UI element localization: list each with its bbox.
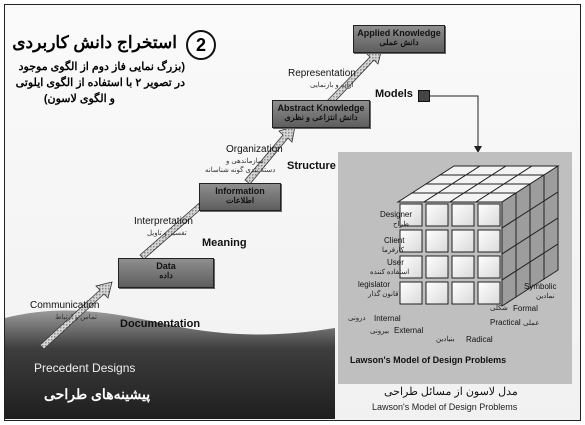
interpretation-label: Interpretation [134, 216, 193, 227]
applied-knowledge-box: Applied Knowledge دانش عملی [353, 25, 445, 53]
representation-label: Representation [288, 68, 356, 79]
title-sub-3: و الگوی لاسون) [43, 93, 115, 105]
radical-fa: بنیادین [436, 336, 455, 343]
precedent-background [5, 310, 335, 419]
internal-fa: درونی [348, 315, 366, 322]
cube-front-face [451, 203, 475, 227]
designer-fa: طراح [393, 221, 409, 228]
representation-fa: ارایه و بازنمایی [310, 82, 354, 89]
lawson-inner-caption: Lawson's Model of Design Problems [350, 355, 507, 365]
meaning-label: Meaning [202, 237, 247, 249]
client-label: Client [384, 236, 405, 245]
organization-label: Organization [226, 144, 283, 155]
communication-fa: تماس و ارتباط [55, 314, 97, 321]
external-fa: بیرونی [370, 328, 390, 335]
cube-front-face [477, 255, 501, 279]
data-box-en: Data [156, 261, 176, 271]
models-marker-icon [418, 90, 430, 102]
symbolic-fa: نمادین [536, 293, 555, 300]
cube-front-face [399, 255, 423, 279]
interpretation-fa: تفسیر و تاویل [147, 230, 187, 237]
user-label: User [387, 258, 404, 267]
lawson-caption-en: Lawson's Model of Design Problems [372, 402, 518, 412]
title-sub-2: در تصویر ۲ با استفاده از الگوی ایلوتی [15, 77, 185, 89]
cube-front-face [477, 203, 501, 227]
legislator-label: legislator [358, 280, 391, 289]
cube-front-face [477, 229, 501, 253]
formal-fa: شکلی [490, 305, 508, 312]
cube-front-face [451, 255, 475, 279]
lawson-model-panel: Designer طراح Client کارفرما User استفاد… [338, 152, 572, 384]
cube-front-face [477, 281, 501, 305]
organization-fa-1: سازماندهی و [226, 158, 264, 165]
abstract-knowledge-box-en: Abstract Knowledge [277, 103, 365, 113]
applied-knowledge-box-en: Applied Knowledge [357, 28, 441, 38]
information-box: Information اطلاعات [199, 183, 281, 211]
cube-front-face [451, 281, 475, 305]
abstract-knowledge-box: Abstract Knowledge دانش انتزاعی و نظری [272, 100, 370, 128]
formal-label: Formal [513, 304, 538, 313]
information-box-en: Information [215, 186, 265, 196]
external-label: External [394, 326, 424, 335]
models-connector-head [474, 146, 482, 153]
organization-fa-2: دسته بندی گونه شناسانه [205, 167, 276, 174]
models-connector [430, 95, 479, 148]
cube-side-face [501, 270, 517, 307]
precedent-designs-en: Precedent Designs [34, 361, 136, 375]
documentation-label: Documentation [120, 318, 201, 330]
cube-front-face [425, 281, 449, 305]
cube-front-face [425, 229, 449, 253]
lawson-caption-fa: مدل لاسون از مسائل طراحی [384, 386, 518, 398]
legislator-fa: قانون گذار [368, 291, 399, 298]
cube-front-face [399, 281, 423, 305]
practical-label: Practical [490, 318, 521, 327]
designer-label: Designer [380, 210, 413, 219]
data-box: Data داده [118, 258, 214, 288]
internal-label: Internal [374, 314, 401, 323]
abstract-knowledge-box-fa: دانش انتزاعی و نظری [284, 113, 358, 122]
cube-front-face [425, 203, 449, 227]
lawson-cube-diagram [396, 165, 560, 307]
arrow-communication [39, 281, 113, 350]
step-number: 2 [186, 30, 216, 60]
information-box-fa: اطلاعات [225, 196, 255, 205]
arrow-organization [244, 125, 296, 185]
radical-label: Radical [466, 335, 493, 344]
cube-front-face [399, 203, 423, 227]
symbolic-label: Symbolic [524, 282, 557, 291]
structure-label: Structure [287, 160, 336, 172]
cube-front-face [451, 229, 475, 253]
cube-front-face [425, 255, 449, 279]
models-label: Models [375, 88, 413, 100]
user-fa: استفاده کننده [370, 269, 410, 276]
client-fa: کارفرما [382, 247, 404, 254]
title-sub-1: (بزرگ نمایی فاز دوم از الگوی موجود [18, 61, 185, 73]
cube-grid [396, 165, 560, 307]
cube-front-face [399, 229, 423, 253]
practical-fa: عملی [523, 320, 540, 327]
data-box-fa: داده [159, 271, 173, 280]
applied-knowledge-box-fa: دانش عملی [379, 38, 419, 47]
title-main: استخراج دانش کاربردی [12, 33, 177, 52]
communication-label: Communication [30, 300, 100, 311]
precedent-designs-fa: پیشینه‌های طراحی [44, 386, 151, 402]
